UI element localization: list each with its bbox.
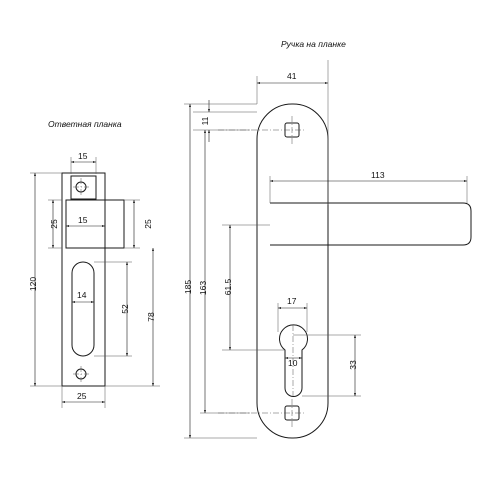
strike-plate-labels: 15 15 25 25 120 14 52 78 25 xyxy=(28,151,156,401)
dim-top-hole: 11 xyxy=(200,116,210,125)
handle-plate-outline xyxy=(256,103,472,439)
strike-plate-title: Ответная планка xyxy=(48,119,122,129)
strike-plate-outline xyxy=(61,172,125,387)
handle-plate-labels: 41 11 113 185 163 61.5 17 10 33 xyxy=(183,71,385,370)
dim-height-right: 25 xyxy=(143,219,153,229)
dim-bottom-width: 25 xyxy=(77,391,87,401)
dim-hole-spacing: 163 xyxy=(198,281,208,295)
dim-cylinder-round: 10 xyxy=(288,358,298,368)
dim-top-width: 15 xyxy=(78,151,88,161)
dim-slot-height: 52 xyxy=(120,304,130,314)
dim-height-left: 25 xyxy=(49,219,59,229)
dim-lever-to-cylinder: 61.5 xyxy=(223,278,233,295)
dim-window-width: 15 xyxy=(78,215,88,225)
dim-total-height: 185 xyxy=(183,280,193,294)
dim-plate-width: 41 xyxy=(287,71,297,81)
dim-total-height: 120 xyxy=(28,277,38,291)
strike-plate-centerlines xyxy=(73,178,89,382)
dim-cylinder-height: 33 xyxy=(348,360,358,370)
dim-slot-width: 14 xyxy=(77,290,87,300)
strike-plate-dimensions xyxy=(30,157,160,408)
dim-lever-length: 113 xyxy=(371,170,385,180)
handle-plate-dimensions xyxy=(184,60,468,439)
handle-plate-centerlines xyxy=(218,116,304,427)
handle-plate-title: Ручка на планке xyxy=(281,39,346,49)
dim-cylinder-width: 17 xyxy=(287,296,297,306)
dim-slot-to-hole: 78 xyxy=(146,312,156,322)
